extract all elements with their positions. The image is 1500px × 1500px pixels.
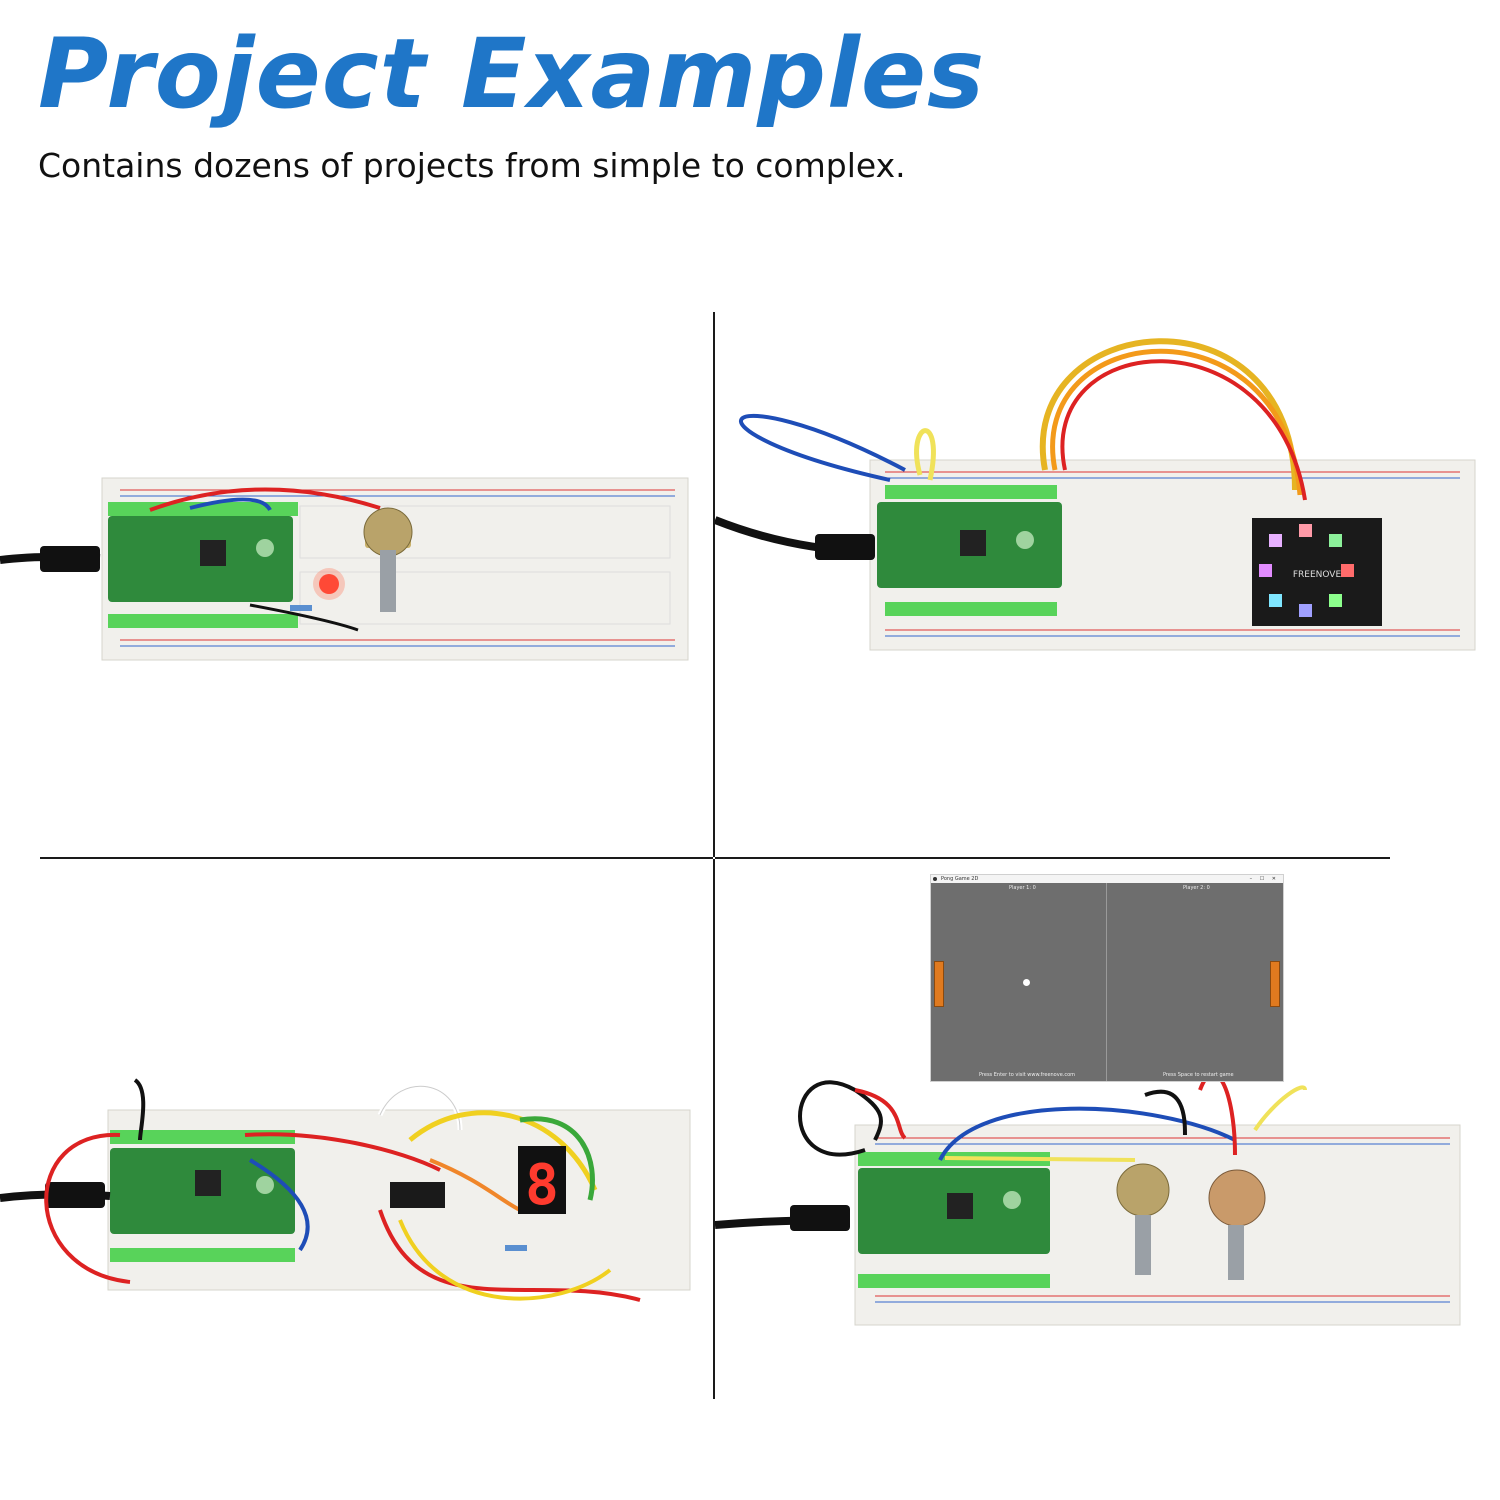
page-title: Project Examples: [38, 18, 986, 130]
divider-horizontal-left: [40, 857, 713, 859]
hint-right: Press Space to restart game: [1163, 1072, 1234, 1078]
hint-left: Press Enter to visit www.freenove.com: [979, 1072, 1076, 1078]
right-paddle: [1270, 961, 1280, 1007]
window-controls[interactable]: – ☐ ✕: [1249, 876, 1279, 882]
pong-game-window: Pong Game 2D – ☐ ✕ Player 1: 0 Player 2:…: [930, 874, 1284, 1082]
player2-score: Player 2: 0: [1183, 885, 1210, 891]
divider-vertical-top: [713, 312, 715, 857]
project-photo-led-module: FREENOVE: [715, 338, 1476, 651]
ball: [1023, 979, 1030, 986]
project-photo-potentiometer-led: [0, 477, 689, 661]
divider-vertical-bottom: [713, 859, 715, 1399]
app-icon: [933, 877, 937, 881]
player1-score: Player 1: 0: [1009, 885, 1036, 891]
board-label: FREENOVE: [1293, 570, 1342, 580]
window-title: Pong Game 2D: [941, 876, 979, 882]
project-photo-seven-segment: 8: [0, 1078, 691, 1302]
svg-text:8: 8: [525, 1153, 559, 1218]
left-paddle: [934, 961, 944, 1007]
page-subtitle: Contains dozens of projects from simple …: [38, 146, 906, 185]
window-titlebar: Pong Game 2D – ☐ ✕: [931, 875, 1283, 883]
court-midline: [1106, 883, 1107, 1081]
divider-horizontal-right: [715, 857, 1390, 859]
project-photo-pong: [715, 1072, 1461, 1326]
